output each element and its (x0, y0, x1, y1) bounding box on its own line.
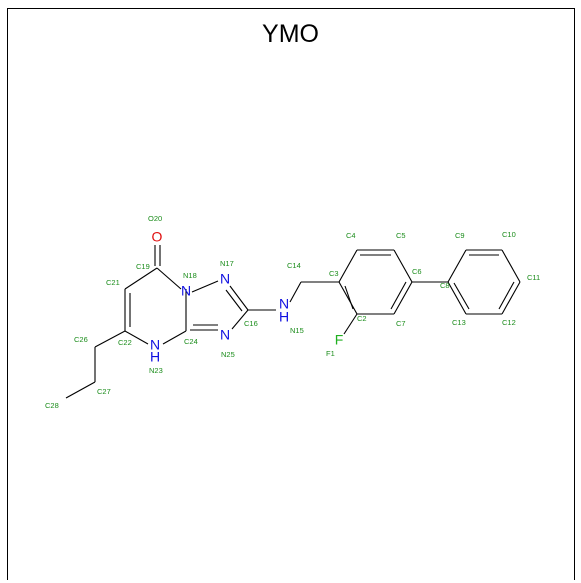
symbol-h15: H (279, 309, 289, 325)
bond-c11-c12 (501, 281, 521, 315)
label-c11: C11 (527, 273, 540, 282)
bond-c6-c7-double (390, 281, 407, 310)
bond-c19-c21 (124, 267, 158, 290)
bond-c16-n25 (231, 309, 249, 330)
label-c28: C28 (45, 401, 59, 410)
bond-c2-f1 (343, 313, 358, 335)
bond-c2-c3-double (344, 285, 354, 310)
label-c27: C27 (97, 387, 111, 396)
label-c4: C4 (346, 231, 356, 240)
label-c2: C2 (357, 314, 367, 323)
bond-c13-c8-double (453, 282, 470, 310)
label-c12: C12 (502, 318, 516, 327)
label-c16: C16 (244, 319, 258, 328)
bond-c10-c11 (501, 249, 521, 283)
label-c10: C10 (502, 230, 516, 239)
bond-c19-n18 (156, 267, 182, 290)
label-f1: F1 (326, 349, 335, 358)
molecule-title: YMO (262, 20, 319, 48)
bond-n18-n17 (191, 280, 219, 293)
label-c22: C22 (118, 338, 132, 347)
bonds (65, 245, 521, 399)
symbol-n15: N (279, 296, 289, 312)
symbol-n25: N (220, 327, 230, 343)
element-symbols: O N N N N H N H F (150, 229, 343, 365)
bond-c22-n23 (124, 330, 149, 345)
symbol-n17: N (220, 271, 230, 287)
symbol-f1: F (335, 332, 344, 348)
diagram-frame (7, 8, 575, 580)
label-c5: C5 (396, 231, 406, 240)
symbol-h23: H (150, 349, 160, 365)
label-o20: O20 (148, 214, 162, 223)
bond-c6-c7 (393, 281, 413, 315)
bond-c8-c9 (447, 249, 467, 283)
label-c6: C6 (412, 267, 422, 276)
label-c3: C3 (329, 269, 339, 278)
label-n18: N18 (183, 271, 197, 280)
bond-n17-c16 (229, 285, 249, 311)
symbol-o20: O (152, 229, 163, 245)
atom-index-labels: O20 C19 N18 N17 C21 C16 C14 N15 C24 N25 … (45, 214, 540, 410)
label-n17: N17 (220, 259, 234, 268)
label-n15: N15 (290, 326, 304, 335)
bond-c11-c12-double (498, 281, 515, 310)
label-c21: C21 (106, 278, 120, 287)
bond-c3-c4 (338, 249, 358, 283)
bond-c2-c3 (338, 281, 358, 315)
label-c7: C7 (396, 319, 406, 328)
label-n23: N23 (149, 366, 163, 375)
bond-n23-c24 (162, 330, 187, 345)
bond-c5-c6 (393, 249, 413, 283)
bond-c13-c8 (447, 281, 467, 315)
label-c14: C14 (287, 261, 301, 270)
label-c8: C8 (440, 281, 450, 290)
bond-n17-c16-double (225, 289, 243, 312)
label-c24: C24 (184, 337, 198, 346)
symbol-n23: N (150, 337, 160, 353)
label-c9: C9 (455, 231, 465, 240)
bond-c27-c28 (65, 381, 96, 399)
bond-n15-c14 (289, 281, 302, 303)
symbol-n18: N (181, 283, 191, 299)
label-c26: C26 (74, 335, 88, 344)
label-c19: C19 (136, 262, 150, 271)
label-c13: C13 (452, 318, 466, 327)
bond-c22-c26 (94, 330, 126, 348)
label-n25: N25 (221, 350, 235, 359)
